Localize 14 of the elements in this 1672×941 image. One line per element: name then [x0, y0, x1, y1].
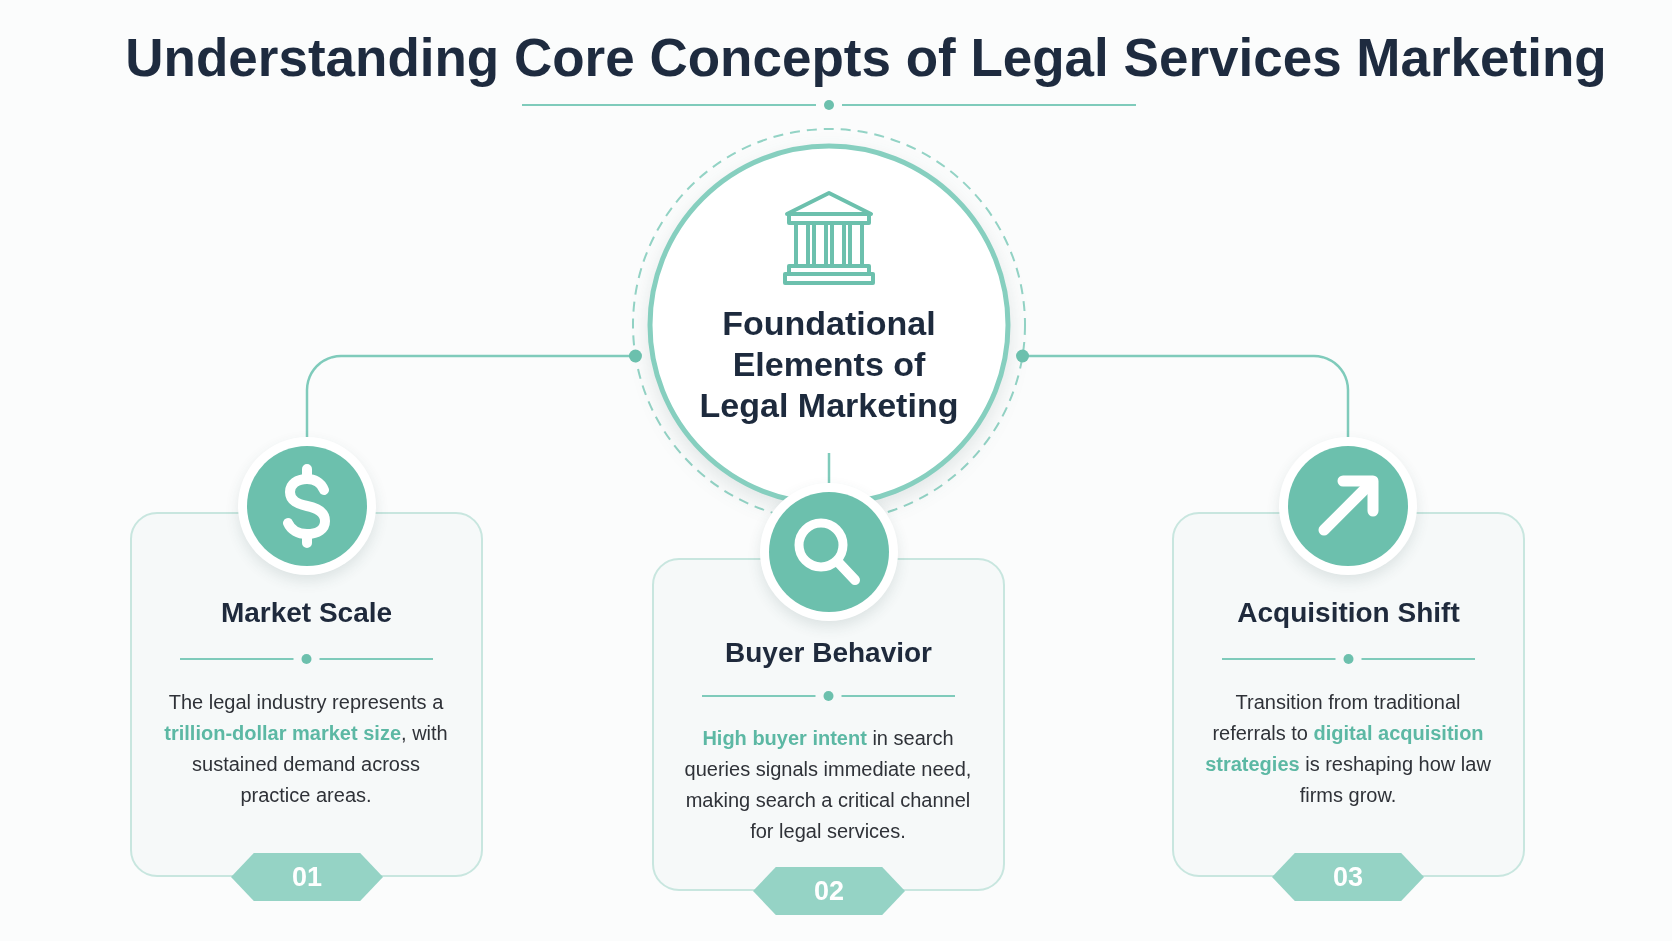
step-number-tag: 03	[1272, 853, 1424, 901]
connector-line	[1016, 349, 1350, 437]
card-text: The legal industry represents a trillion-dollar market size, with sustained demand across practice areas.	[163, 690, 449, 808]
step-number-tag: 01	[231, 853, 383, 901]
card-text: Transition from traditional referrals to digital acquisition strategies is reshaping how law firms grow.	[1204, 690, 1492, 808]
card-text: High buyer intent in search queries signals immediate need, making search a critical channel for legal services.	[683, 726, 973, 844]
hub-title: Foundational Elements of Legal Marketing	[698, 303, 960, 426]
card-title: Market Scale	[219, 596, 394, 630]
connector-line	[827, 453, 831, 483]
page-title: Understanding Core Concepts of Legal Services Marketing	[124, 27, 1608, 89]
connector-line	[305, 349, 642, 437]
card-title: Acquisition Shift	[1236, 596, 1461, 630]
card-title: Buyer Behavior	[724, 636, 933, 670]
step-number-tag: 02	[753, 867, 905, 915]
